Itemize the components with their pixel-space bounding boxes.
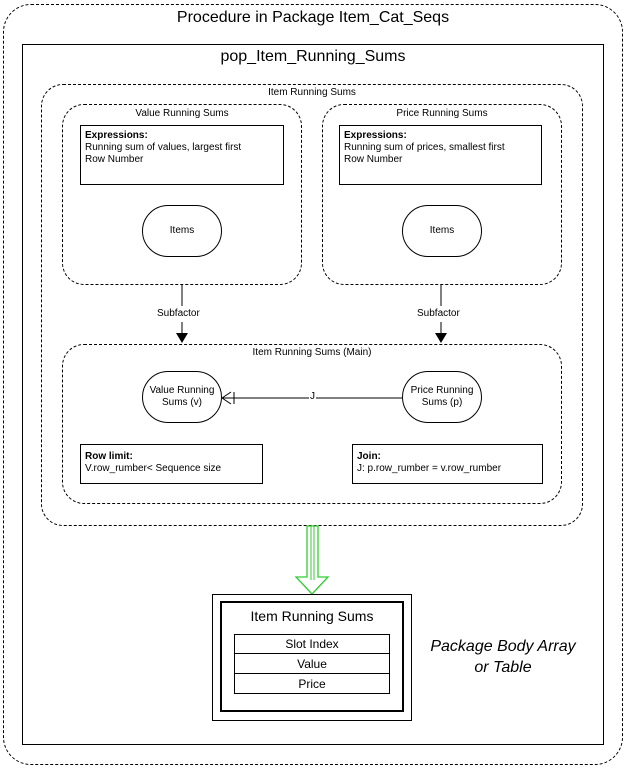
caption-line: Package Body Array [430, 638, 576, 655]
output-arrow [294, 525, 330, 595]
price-expr-line: Row Number [344, 154, 403, 165]
value-expr-line: Running sum of values, largest first [85, 142, 242, 153]
price-running-sums-entity: Price Running Sums (p) [402, 371, 482, 423]
caption-line: or Table [474, 659, 532, 676]
row-limit-note: Row limit: V.row_rumber< Sequence size [80, 444, 263, 484]
value-items-entity: Items [142, 205, 222, 257]
join-note: Join: J: p.row_rumber = v.row_rumber [352, 444, 543, 484]
value-expr-line: Row Number [85, 154, 144, 165]
output-table-title: Item Running Sums [250, 608, 374, 624]
value-group-title: Value Running Sums [135, 108, 229, 119]
price-group-title: Price Running Sums [396, 108, 488, 119]
crows-foot [221, 397, 232, 405]
price-expressions-note: Expressions: Running sum of prices, smal… [339, 125, 542, 185]
table-caption: Package Body Array or Table [420, 636, 586, 678]
subfactor-label-left: Subfactor [157, 308, 200, 319]
join-heading: Join: [357, 451, 381, 462]
table-field-row: Price [234, 673, 390, 694]
outer-group-title: Item Running Sums [268, 87, 356, 98]
row-limit-heading: Row limit: [85, 451, 133, 462]
crows-foot [221, 391, 232, 399]
subfactor-label-right: Subfactor [417, 308, 460, 319]
procedure-title: Procedure in Package Item_Cat_Seqs [176, 9, 450, 26]
row-limit-text: V.row_rumber< Sequence size [85, 463, 222, 474]
value-expressions-note: Expressions: Running sum of values, larg… [80, 125, 284, 185]
table-field-row: Value [234, 653, 390, 674]
join-text: J: p.row_rumber = v.row_rumber [357, 463, 502, 474]
join-label: J [309, 391, 316, 402]
proc-title: pop_Item_Running_Sums [220, 48, 406, 65]
main-group-title: Item Running Sums (Main) [252, 347, 372, 358]
price-expr-line: Running sum of prices, smallest first [344, 142, 505, 153]
table-field-row: Slot Index [234, 634, 390, 654]
value-expr-heading: Expressions: [85, 130, 148, 141]
price-items-entity: Items [402, 205, 482, 257]
subfactor-arrow-right [435, 333, 447, 343]
price-expr-heading: Expressions: [344, 130, 407, 141]
subfactor-arrow-left [176, 333, 188, 343]
value-running-sums-entity: Value Running Sums (v) [142, 371, 222, 423]
